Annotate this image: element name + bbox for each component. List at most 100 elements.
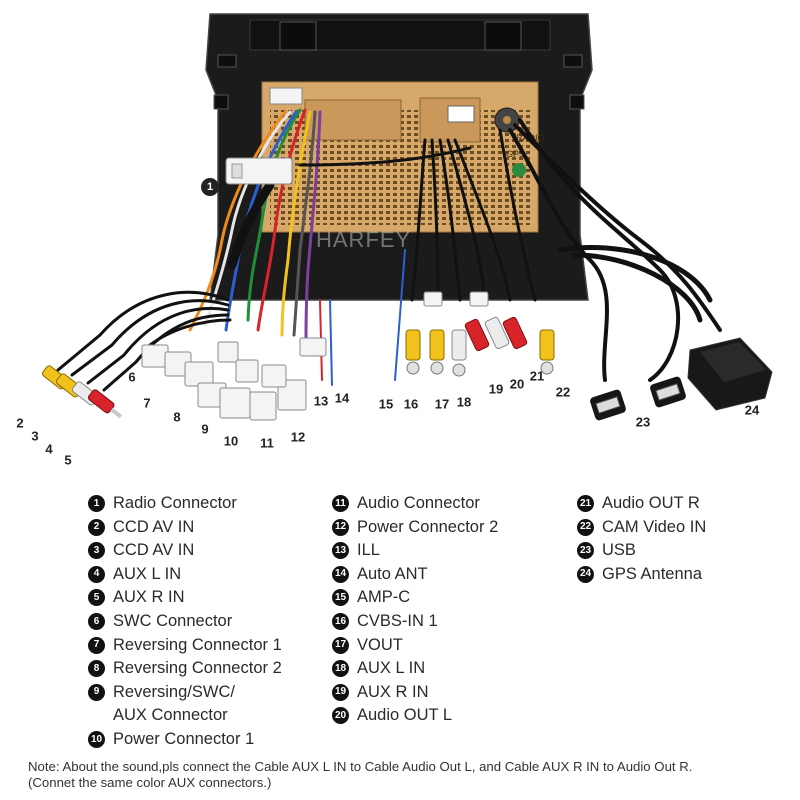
svg-text:1: 1 [207, 181, 213, 193]
legend-number-badge: 9 [88, 683, 105, 701]
callout-17: 17 [435, 397, 449, 412]
legend-number-badge: 24 [577, 565, 594, 583]
callout-8: 8 [173, 410, 180, 425]
legend-number-badge: 10 [88, 730, 105, 748]
callout-18: 18 [457, 395, 471, 410]
usb-connectors [590, 376, 686, 421]
legend-item-11: 11 Audio Connector [332, 492, 498, 516]
legend-label: CVBS-IN 1 [357, 611, 438, 630]
legend-number-badge: 3 [88, 542, 105, 560]
legend-number-badge: 4 [88, 565, 105, 583]
radio-connector-plug [225, 87, 303, 185]
callout-7: 7 [143, 396, 150, 411]
callout-11: 11 [260, 436, 274, 451]
legend-label: CCD AV IN [113, 517, 195, 536]
legend-label: AUX R IN [357, 682, 429, 701]
callout-12: 12 [291, 430, 305, 445]
legend-label: Audio OUT L [357, 706, 453, 725]
legend-label: AMP-C [357, 588, 411, 607]
callout-10: 10 [224, 434, 238, 449]
legend-label: Power Connector 1 [113, 729, 255, 748]
callout-13: 13 [314, 394, 328, 409]
callout-23: 23 [636, 415, 650, 430]
legend-number-badge: 11 [332, 495, 349, 512]
rca-plugs-left [41, 365, 123, 419]
legend-number-badge: 21 [577, 495, 594, 512]
wiring-diagram: RADIO GPS HARFEY [16, 13, 773, 468]
legend-label: VOUT [357, 635, 403, 654]
callout-14: 14 [335, 391, 350, 406]
legend-item-3: 3 CCD AV IN [88, 539, 282, 563]
legend-label: Audio OUT R [602, 494, 700, 512]
legend-item-9: 9 Reversing/SWC/ AUX Connector [88, 681, 282, 728]
callout-5: 5 [64, 453, 71, 468]
legend-label: Audio Connector [357, 494, 480, 512]
legend-number-badge: 23 [577, 542, 594, 560]
legend-number-badge: 6 [88, 612, 105, 630]
legend-label: Reversing Connector 2 [113, 659, 282, 678]
legend-item-10: 10 Power Connector 1 [88, 728, 282, 752]
legend-number-badge: 15 [332, 589, 349, 607]
callouts: 1 2 3 4 5 6 7 8 9 10 11 12 13 14 15 16 1… [16, 178, 760, 468]
callout-24: 24 [745, 403, 760, 418]
callout-20: 20 [510, 377, 524, 392]
legend-label: Reversing Connector 1 [113, 635, 282, 654]
legend-item-21: 21 Audio OUT R [577, 492, 706, 516]
legend-number-badge: 22 [577, 518, 594, 536]
legend-number-badge: 12 [332, 518, 349, 536]
legend-number-badge: 8 [88, 660, 105, 678]
callout-19: 19 [489, 382, 503, 397]
legend-number-badge: 16 [332, 612, 349, 630]
note-line-1: Note: About the sound,pls connect the Ca… [28, 759, 693, 774]
legend-label: USB [602, 541, 636, 560]
legend-item-24: 24 GPS Antenna [577, 563, 706, 587]
legend-label: Radio Connector [113, 494, 237, 512]
legend-label: AUX R IN [113, 588, 185, 607]
legend-item-1: 1 Radio Connector [88, 492, 282, 516]
callout-4: 4 [45, 442, 53, 457]
watermark: HARFEY [316, 227, 411, 252]
legend-label: ILL [357, 541, 380, 560]
callout-9: 9 [201, 422, 208, 437]
callout-6: 6 [128, 370, 135, 385]
gps-antenna [687, 337, 773, 411]
legend-item-6: 6 SWC Connector [88, 610, 282, 634]
wiring-note: Note: About the sound,pls connect the Ca… [28, 759, 788, 791]
legend-item-15: 15 AMP-C [332, 586, 498, 610]
legend-item-8: 8 Reversing Connector 2 [88, 657, 282, 681]
callout-15: 15 [379, 397, 393, 412]
legend-number-badge: 20 [332, 707, 349, 725]
legend-label: GPS Antenna [602, 564, 702, 583]
legend-number-badge: 17 [332, 636, 349, 654]
legend-item-17: 17 VOUT [332, 634, 498, 658]
legend-item-5: 5 AUX R IN [88, 586, 282, 610]
legend-label: Reversing/SWC/ AUX Connector [113, 682, 235, 725]
callout-2: 2 [16, 416, 23, 431]
wire-harness [56, 108, 722, 392]
white-connector-plugs [141, 291, 489, 421]
note-line-2: (Connet the same color AUX connectors.) [28, 775, 272, 790]
callout-3: 3 [31, 429, 38, 444]
legend-number-badge: 18 [332, 660, 349, 678]
legend-number-badge: 2 [88, 518, 105, 536]
legend-number-badge: 14 [332, 565, 349, 583]
legend-item-23: 23 USB [577, 539, 706, 563]
rca-plugs-right [405, 316, 555, 377]
legend-number-badge: 19 [332, 683, 349, 701]
callout-16: 16 [404, 397, 418, 412]
legend-label: CCD AV IN [113, 541, 195, 560]
legend-number-badge: 5 [88, 589, 105, 607]
legend-number-badge: 1 [88, 495, 105, 512]
callout-22: 22 [556, 385, 570, 400]
legend-label: SWC Connector [113, 611, 233, 630]
